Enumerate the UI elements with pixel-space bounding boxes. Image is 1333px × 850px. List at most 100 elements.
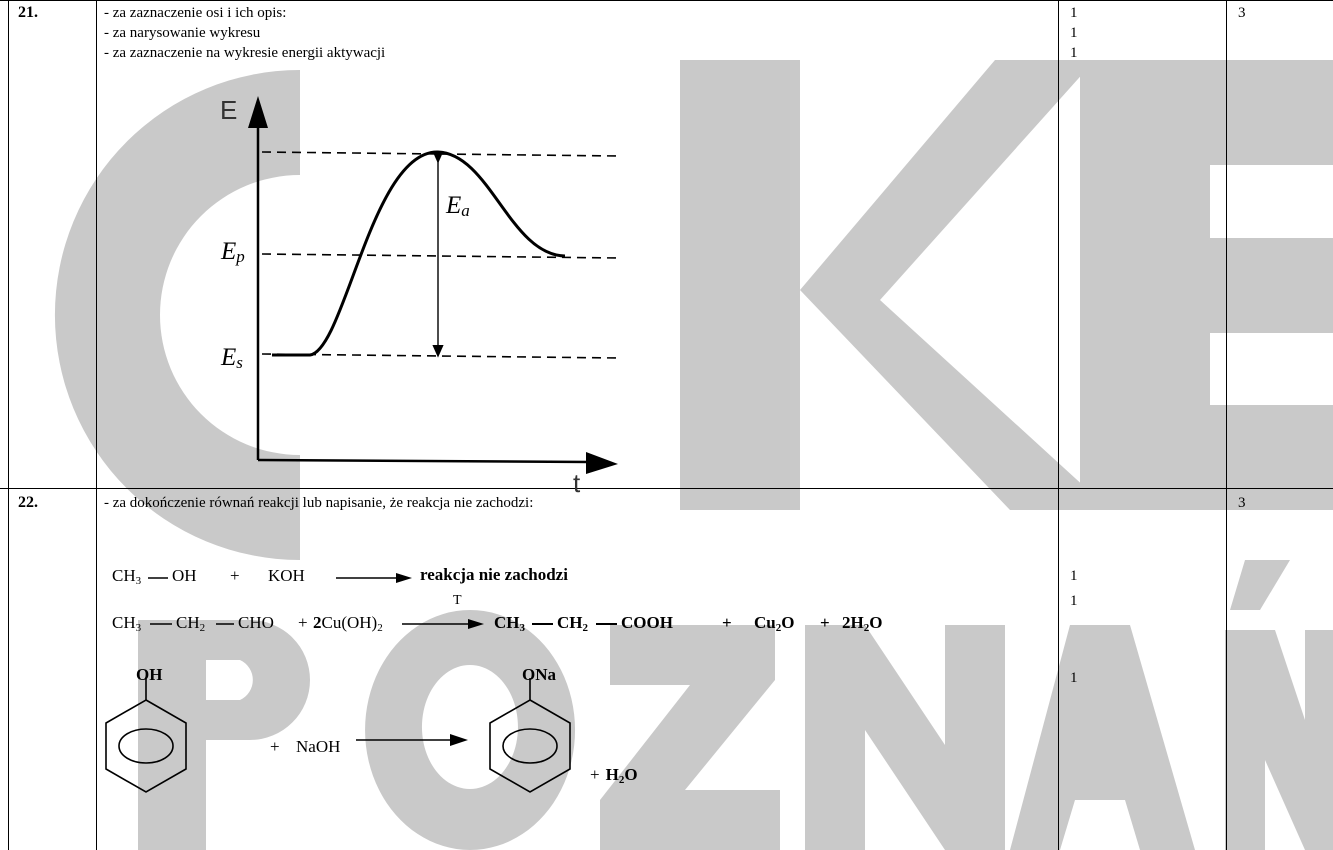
reaction-2-product-methyl: CH3 (494, 613, 526, 634)
criterion-text: - za zaznaczenie na wykresie energii akt… (104, 45, 386, 61)
formula-subscript: 3 (135, 575, 142, 587)
watermark-letter-p-bowl (206, 620, 310, 740)
reaction-3-product-water: H2O (605, 765, 638, 786)
points-value: 1 (1070, 568, 1078, 584)
reaction-2-product-copper-oxide: Cu2O (754, 613, 794, 634)
criterion-text: - za narysowanie wykresu (104, 25, 261, 41)
reaction-2-plus: + (820, 613, 830, 632)
reaction-3-plus: + (270, 737, 280, 756)
watermark-letter-c (54, 69, 301, 560)
reaction-1-plus: + (230, 566, 240, 585)
aromatic-circle (502, 728, 558, 764)
formula-text: Cu(OH) (321, 613, 378, 632)
products-energy-symbol: E (221, 238, 237, 265)
formula-text: + (590, 765, 600, 784)
formula-text: O (869, 613, 883, 632)
aromatic-circle (118, 728, 174, 764)
watermark-letter-n-acute (1225, 630, 1333, 850)
x-axis-line (257, 458, 591, 464)
watermark-acute-accent (1230, 560, 1290, 610)
reaction-2-plus: + (298, 613, 308, 632)
formula-subscript: 3 (135, 622, 142, 634)
watermark-letter-o (365, 610, 576, 850)
reaction-1-substrate-methyl: CH3 (112, 566, 142, 587)
reaction-drawings (105, 573, 617, 793)
reaction-2-reagent: 2Cu(OH)2 (313, 613, 383, 634)
y-axis-label: E (220, 95, 238, 125)
y-axis-arrow (248, 96, 268, 128)
formula-text: CH (176, 613, 200, 632)
energy-diagram (248, 96, 619, 474)
points-value: 1 (1070, 670, 1078, 686)
task-number: 22. (18, 494, 38, 511)
column-divider-number (96, 0, 97, 850)
total-points: 3 (1238, 495, 1246, 511)
formula-subscript: 2 (863, 622, 870, 634)
formula-text: H (605, 765, 619, 784)
formula-subscript: 2 (377, 622, 383, 634)
watermark-letter-e-top (1080, 60, 1333, 165)
column-divider-total (1226, 0, 1227, 850)
reaction-2-substrate-methylene: CH2 (176, 613, 206, 634)
formula-subscript: 2 (582, 622, 589, 634)
watermark-letter-e-bottom (1080, 405, 1333, 510)
reaction-curve (272, 150, 566, 357)
reaction-2-substrate-methyl: CH3 (112, 613, 142, 634)
reaction-2-arrow-head (468, 619, 484, 629)
reaction-1-hydroxyl: OH (172, 566, 197, 585)
reaction-2-product-carboxyl: COOH (621, 613, 673, 632)
activation-energy-symbol: E (446, 192, 462, 219)
formula-subscript: 2 (775, 622, 782, 634)
formula-subscript: 2 (618, 774, 625, 786)
reaction-2-aldehyde-group: CHO (238, 613, 274, 632)
reaction-3-arrow-head (450, 734, 468, 746)
products-energy-label: Ep (221, 238, 245, 266)
watermark-letter-k-stem (680, 60, 800, 510)
formula-text: O (624, 765, 638, 784)
watermark-letter-p-stem (138, 620, 206, 850)
reaction-1-reagent: KOH (268, 566, 305, 585)
points-value: 1 (1070, 25, 1078, 41)
formula-text: CH (557, 613, 583, 632)
reaction-2-product-water: 2H2O (842, 613, 883, 634)
watermark-letter-a (1010, 625, 1195, 850)
criterion-text: - za zaznaczenie osi i ich opis: (104, 5, 287, 21)
formula-text: CH (494, 613, 520, 632)
substrates-energy-label: Es (221, 344, 243, 372)
formula-subscript: 2 (199, 622, 206, 634)
formula-text: 2H (842, 613, 864, 632)
formula-text: CH (112, 566, 136, 585)
total-points: 3 (1238, 5, 1246, 21)
substrates-energy-symbol: E (221, 344, 237, 371)
activation-energy-label: Ea (446, 192, 470, 220)
reaction-3-substrate-hydroxyl: OH (136, 665, 163, 684)
column-divider-points (1058, 0, 1059, 850)
watermark-letter-k-arms (800, 60, 1110, 510)
watermark-letter-n (805, 625, 1005, 850)
criterion-text: - za dokończenie równań reakcji lub napi… (104, 495, 534, 511)
reaction-3-reagent: NaOH (296, 737, 341, 756)
benzene-ring (105, 699, 187, 793)
row-divider (0, 488, 1333, 489)
substrates-level-line (261, 353, 619, 359)
reaction-2-product-methylene: CH2 (557, 613, 589, 634)
products-energy-subscript: p (236, 247, 245, 266)
x-axis-arrow (586, 452, 618, 474)
reaction-1-result: reakcja nie zachodzi (420, 565, 568, 584)
points-value: 1 (1070, 45, 1078, 61)
watermark-letter-z (600, 625, 780, 850)
watermark-letter-e-mid (1080, 238, 1333, 333)
formula-text: Cu (754, 613, 776, 632)
points-value: 1 (1070, 593, 1078, 609)
table-left-border (8, 0, 9, 850)
formula-subscript: 3 (519, 622, 526, 634)
benzene-ring (489, 699, 571, 793)
formula-coefficient: 2 (313, 613, 322, 632)
formula-text: CH (112, 613, 136, 632)
points-value: 1 (1070, 5, 1078, 21)
reaction-2-condition: T (453, 593, 462, 608)
table-top-border (0, 0, 1333, 1)
